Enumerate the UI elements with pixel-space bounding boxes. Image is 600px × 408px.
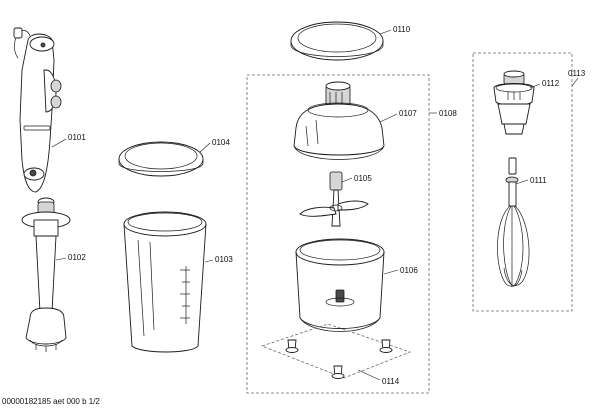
leader-0113	[571, 77, 579, 87]
chopper-bowl-part	[295, 238, 385, 332]
leader-0105	[341, 177, 353, 183]
callout-0112: 0112	[542, 79, 560, 88]
leader-0114	[357, 369, 381, 381]
callout-0103: 0103	[215, 255, 233, 264]
chopper-cover-part	[290, 21, 384, 61]
beaker-lid-part	[118, 141, 204, 177]
callout-0113: 0113	[568, 69, 586, 78]
leader-0110	[379, 29, 392, 35]
leader-0101	[51, 138, 67, 148]
leader-0104	[199, 142, 211, 153]
callout-0110: 0110	[393, 25, 411, 34]
leader-0102	[55, 257, 67, 261]
callout-0108: 0108	[439, 109, 457, 118]
whisk-assembly-box	[472, 52, 573, 312]
chopper-gear-top-part	[293, 81, 385, 160]
chopper-blade-part	[299, 171, 369, 227]
leader-0112	[529, 83, 541, 89]
leader-0111	[515, 179, 529, 185]
non-slip-feet-part	[260, 323, 412, 379]
callout-0107: 0107	[399, 109, 417, 118]
leader-0106	[383, 269, 399, 275]
motor-unit-part	[13, 27, 62, 193]
leader-0107	[379, 113, 398, 123]
callout-0101: 0101	[68, 133, 86, 142]
callout-0105: 0105	[354, 174, 372, 183]
document-code: 00000182185 aet 000 b 1/2	[2, 397, 100, 406]
callout-0102: 0102	[68, 253, 86, 262]
callout-0106: 0106	[400, 266, 418, 275]
callout-0111: 0111	[530, 176, 547, 185]
measuring-beaker-part	[123, 211, 207, 353]
balloon-whisk-part	[497, 157, 530, 287]
callout-0114: 0114	[382, 377, 400, 386]
callout-0104: 0104	[212, 138, 230, 147]
leader-0103	[204, 259, 214, 263]
blending-shaft-part	[21, 197, 71, 352]
whisk-gear-part	[493, 70, 535, 135]
chopper-assembly-box	[246, 74, 430, 394]
